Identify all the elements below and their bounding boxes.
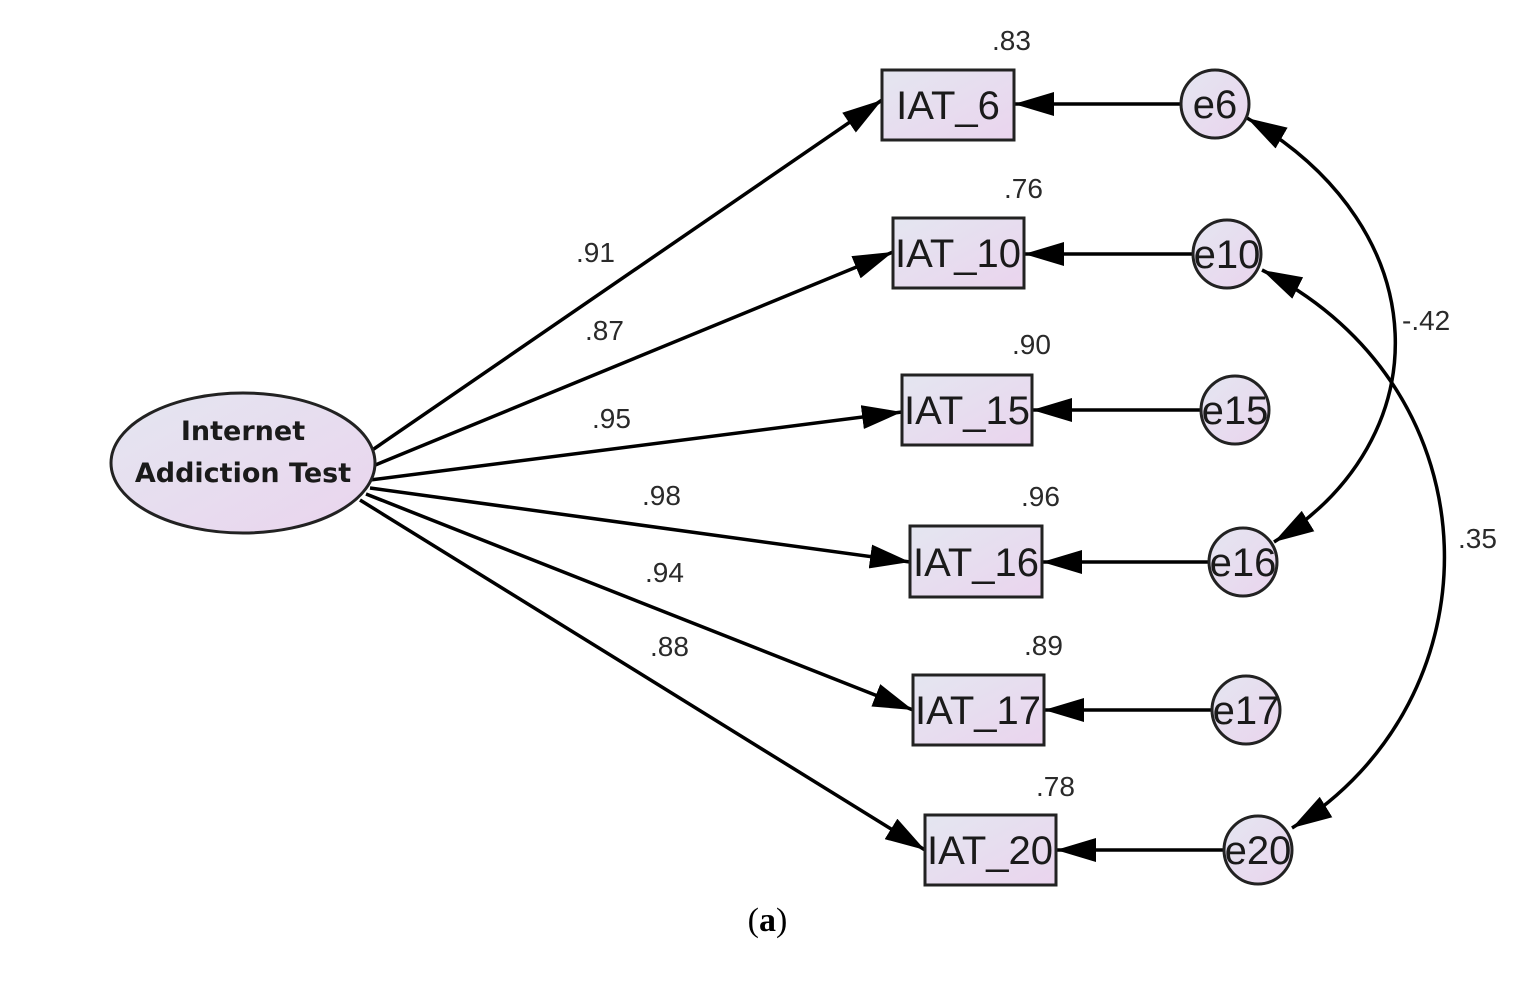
item-label: IAT_16 bbox=[913, 541, 1039, 585]
latent-variable: Internet Addiction Test bbox=[109, 391, 377, 535]
loading-label-iat10: .87 bbox=[585, 315, 624, 346]
item-iat20: IAT_20 bbox=[923, 813, 1058, 887]
error-e15: e15 bbox=[1199, 374, 1271, 446]
item-label: IAT_17 bbox=[915, 689, 1041, 733]
loading-labels: .91 .87 .95 .98 .94 .88 bbox=[576, 237, 689, 662]
error-circle bbox=[1222, 814, 1294, 886]
loading-label-iat15: .95 bbox=[592, 403, 631, 434]
item-iat17: IAT_17 bbox=[911, 673, 1046, 747]
covariance-label-e6-e16: -.42 bbox=[1402, 305, 1450, 336]
caption-open-paren: ( bbox=[747, 902, 759, 939]
loading-path-iat15 bbox=[369, 405, 903, 482]
loading-label-iat20: .88 bbox=[650, 631, 689, 662]
error-label: e16 bbox=[1210, 541, 1277, 585]
loading-paths bbox=[359, 98, 926, 852]
item-box bbox=[891, 216, 1026, 290]
r2-label-iat10: .76 bbox=[1004, 173, 1043, 204]
item-box bbox=[900, 373, 1034, 447]
item-label: IAT_6 bbox=[896, 84, 1000, 128]
item-box bbox=[911, 673, 1046, 747]
loading-path-iat17 bbox=[365, 492, 914, 712]
error-label: e15 bbox=[1202, 389, 1269, 433]
error-circle bbox=[1179, 68, 1251, 140]
loading-path-iat16 bbox=[369, 486, 911, 569]
error-e16: e16 bbox=[1207, 526, 1279, 598]
caption-letter: a bbox=[759, 902, 776, 939]
error-circle bbox=[1191, 218, 1263, 290]
error-e20: e20 bbox=[1222, 814, 1294, 886]
latent-label-line1: Internet bbox=[181, 416, 305, 447]
error-label: e17 bbox=[1213, 689, 1280, 733]
item-box bbox=[908, 524, 1044, 599]
item-iat6: IAT_6 bbox=[880, 68, 1016, 142]
loading-label-iat6: .91 bbox=[576, 237, 615, 268]
error-paths bbox=[1014, 92, 1224, 862]
error-e17: e17 bbox=[1210, 674, 1282, 746]
loading-label-iat17: .94 bbox=[645, 557, 684, 588]
latent-label-line2: Addiction Test bbox=[135, 458, 351, 489]
loading-path-iat10 bbox=[367, 250, 894, 470]
caption-close-paren: ) bbox=[776, 902, 788, 939]
item-label: IAT_15 bbox=[904, 389, 1030, 433]
error-e6: e6 bbox=[1179, 68, 1251, 140]
latent-ellipse bbox=[109, 391, 377, 535]
covariance-arcs bbox=[1246, 116, 1447, 830]
covariance-label-e10-e20: .35 bbox=[1458, 523, 1497, 554]
error-circle bbox=[1199, 374, 1271, 446]
loading-path-iat6 bbox=[364, 98, 883, 457]
error-circle bbox=[1210, 674, 1282, 746]
item-box bbox=[880, 68, 1016, 142]
error-label: e20 bbox=[1225, 829, 1292, 873]
item-iat16: IAT_16 bbox=[908, 524, 1044, 599]
covariance-arc-e10-e20 bbox=[1261, 268, 1447, 830]
loading-path-iat20 bbox=[359, 498, 926, 852]
loading-label-iat16: .98 bbox=[642, 480, 681, 511]
item-iat15: IAT_15 bbox=[900, 373, 1034, 447]
covariance-arc-e6-e16 bbox=[1246, 116, 1397, 544]
item-label: IAT_20 bbox=[927, 829, 1053, 873]
error-label: e10 bbox=[1194, 233, 1261, 277]
item-label: IAT_10 bbox=[895, 232, 1021, 276]
error-e10: e10 bbox=[1191, 218, 1263, 290]
r2-label-iat6: .83 bbox=[992, 25, 1031, 56]
figure-caption: (a) bbox=[0, 902, 1535, 940]
r2-label-iat16: .96 bbox=[1021, 481, 1060, 512]
error-circle bbox=[1207, 526, 1279, 598]
item-box bbox=[923, 813, 1058, 887]
r2-labels: .83 .76 .90 .96 .89 .78 bbox=[992, 25, 1075, 802]
item-iat10: IAT_10 bbox=[891, 216, 1026, 290]
r2-label-iat17: .89 bbox=[1024, 630, 1063, 661]
error-label: e6 bbox=[1193, 83, 1238, 127]
r2-label-iat20: .78 bbox=[1036, 771, 1075, 802]
r2-label-iat15: .90 bbox=[1012, 329, 1051, 360]
